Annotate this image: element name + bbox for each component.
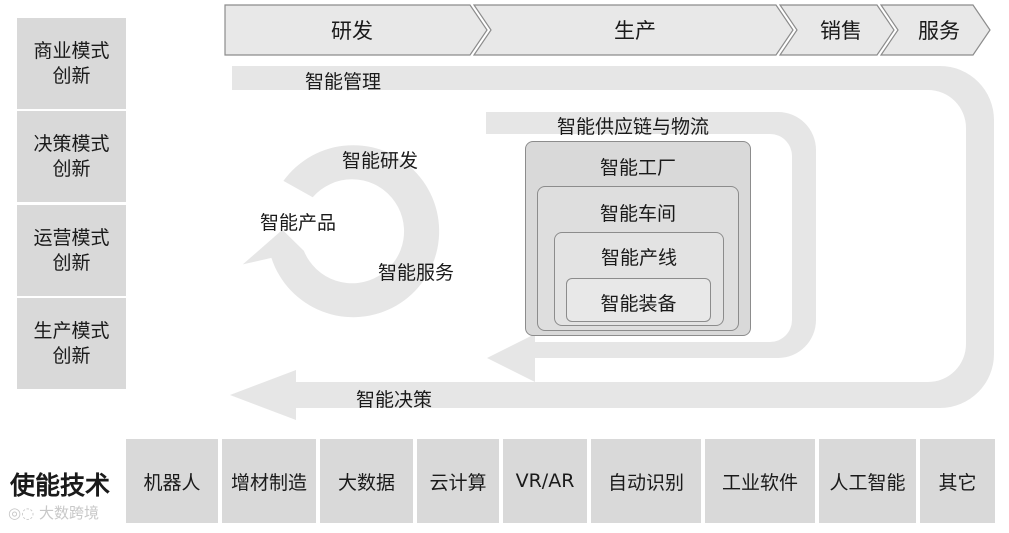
chevron-production: [472, 4, 794, 56]
chevron-service: [879, 4, 991, 56]
tech-artificial-intelligence: 人工智能: [819, 439, 916, 523]
smart-line-label: 智能产线: [600, 247, 677, 269]
smart-workshop-label: 智能车间: [599, 203, 676, 225]
tech-cloud-computing: 云计算: [417, 439, 499, 523]
smart-equipment-label: 智能装备: [600, 293, 677, 315]
label-smart-service: 智能服务: [378, 262, 455, 284]
chevron-rd: [224, 4, 488, 56]
innovation-production-model: 生产模式 创新: [17, 298, 126, 389]
tech-vr-ar: VR/AR: [503, 439, 587, 523]
stage-sales: 销售: [820, 19, 862, 43]
cycle-ring-arrow: [242, 145, 440, 318]
stage-service: 服务: [918, 19, 960, 43]
tech-industrial-software: 工业软件: [705, 439, 815, 523]
smart-equipment-box: 智能装备: [566, 278, 711, 322]
label-smart-management: 智能管理: [305, 71, 382, 93]
innovation-operation-model: 运营模式 创新: [17, 205, 126, 296]
label-smart-rd: 智能研发: [342, 150, 419, 172]
label-smart-product: 智能产品: [260, 212, 337, 234]
watermark-text: 大数跨境: [38, 504, 99, 522]
supply-chain-loop-arrow: [486, 112, 816, 382]
tech-robot: 机器人: [126, 439, 218, 523]
innovation-decision-model: 决策模式 创新: [17, 111, 126, 202]
chevron-sales: [778, 4, 895, 56]
stage-production: 生产: [614, 19, 656, 43]
tech-auto-identification: 自动识别: [591, 439, 701, 523]
tech-other: 其它: [920, 439, 995, 523]
tech-additive-manufacturing: 增材制造: [222, 439, 316, 523]
label-smart-supply-chain: 智能供应链与物流: [557, 116, 710, 138]
watermark: ◎◌ 大数跨境: [8, 502, 99, 523]
management-decision-loop-arrow: [230, 66, 994, 420]
enabling-tech-title: 使能技术: [10, 471, 111, 500]
watermark-logo-icon: ◎◌: [8, 504, 39, 522]
stage-rd: 研发: [331, 19, 373, 43]
innovation-business-model: 商业模式 创新: [17, 18, 126, 109]
tech-big-data: 大数据: [320, 439, 413, 523]
smart-factory-label: 智能工厂: [599, 157, 676, 179]
label-smart-decision: 智能决策: [356, 389, 433, 411]
